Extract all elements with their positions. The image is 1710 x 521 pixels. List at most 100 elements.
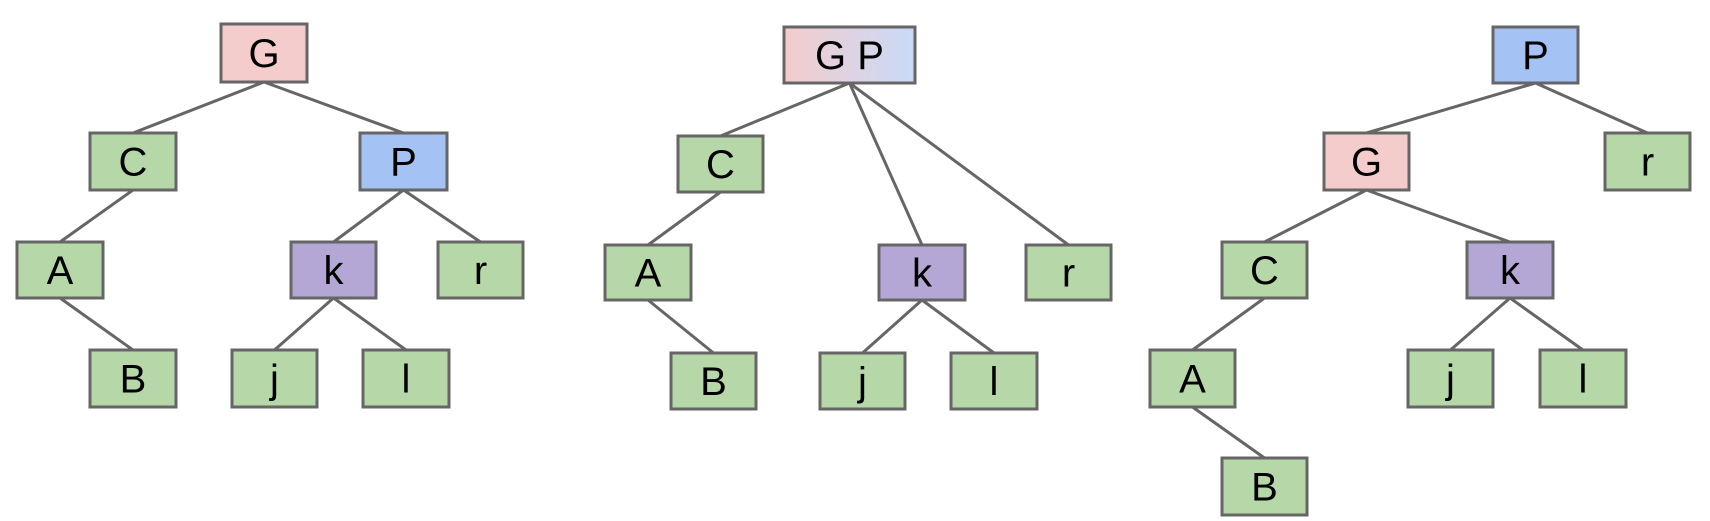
node-C: C bbox=[88, 131, 178, 192]
node-label: A bbox=[635, 252, 662, 296]
edge-k-j bbox=[1449, 296, 1511, 352]
node-box bbox=[1406, 348, 1495, 409]
node-GP: G P bbox=[782, 25, 917, 85]
node-box bbox=[1024, 243, 1113, 302]
node-label: k bbox=[324, 249, 345, 293]
node-k: k bbox=[1465, 240, 1555, 300]
node-box bbox=[358, 131, 449, 192]
node-box bbox=[1538, 348, 1628, 409]
node-label: l bbox=[402, 358, 411, 402]
edge-GP-r bbox=[848, 81, 1070, 247]
node-B: B bbox=[1220, 456, 1309, 517]
node-label: B bbox=[700, 360, 727, 404]
node-box bbox=[88, 131, 178, 192]
node-box bbox=[818, 351, 907, 411]
edge-P-r bbox=[1534, 81, 1649, 135]
node-G: G bbox=[1322, 131, 1411, 192]
node-A: A bbox=[603, 243, 693, 302]
node-label: C bbox=[1250, 249, 1279, 293]
node-box bbox=[361, 348, 451, 409]
node-box bbox=[1220, 456, 1309, 517]
edge-k-j bbox=[861, 298, 923, 355]
node-label: C bbox=[706, 143, 735, 187]
edge-C-A bbox=[1191, 296, 1266, 352]
node-r: r bbox=[1603, 131, 1692, 192]
node-B: B bbox=[88, 348, 178, 409]
node-P: P bbox=[1491, 25, 1580, 85]
node-k: k bbox=[877, 243, 967, 302]
node-r: r bbox=[436, 240, 525, 300]
edge-k-l bbox=[921, 298, 995, 355]
node-label: G P bbox=[815, 34, 884, 78]
edge-G-C bbox=[132, 80, 265, 135]
edge-GP-k bbox=[848, 82, 924, 246]
node-label: C bbox=[119, 141, 148, 185]
node-B: B bbox=[669, 351, 758, 411]
node-box bbox=[1220, 240, 1309, 300]
node-A: A bbox=[1148, 348, 1237, 409]
node-label: G bbox=[248, 32, 279, 76]
node-label: G bbox=[1351, 141, 1382, 185]
edge-k-l bbox=[1509, 296, 1584, 352]
node-box bbox=[782, 25, 917, 85]
node-box bbox=[1491, 25, 1580, 85]
node-label: k bbox=[912, 252, 933, 296]
node-label: A bbox=[1179, 358, 1206, 402]
node-C: C bbox=[1220, 240, 1309, 300]
edge-A-B bbox=[59, 296, 134, 352]
node-j: j bbox=[230, 348, 319, 409]
edge-G-k bbox=[1365, 188, 1511, 244]
node-label: r bbox=[1641, 141, 1654, 185]
edge-P-k bbox=[332, 188, 405, 244]
node-box bbox=[603, 243, 693, 302]
node-r: r bbox=[1024, 243, 1113, 302]
node-P: P bbox=[358, 131, 449, 192]
node-box bbox=[1465, 240, 1555, 300]
edge-P-r bbox=[402, 188, 482, 244]
node-box bbox=[676, 134, 765, 194]
node-l: l bbox=[361, 348, 451, 409]
node-box bbox=[1322, 131, 1411, 192]
node-box bbox=[15, 240, 105, 300]
node-label: A bbox=[47, 249, 74, 293]
edge-C-A bbox=[59, 188, 134, 244]
node-box bbox=[949, 351, 1039, 411]
node-l: l bbox=[949, 351, 1039, 411]
node-j: j bbox=[1406, 348, 1495, 409]
edge-A-B bbox=[647, 298, 715, 355]
edge-P-G bbox=[1366, 81, 1536, 135]
node-label: j bbox=[1445, 358, 1455, 402]
node-label: B bbox=[120, 358, 147, 402]
node-label: l bbox=[1579, 358, 1588, 402]
node-box bbox=[1148, 348, 1237, 409]
node-k: k bbox=[289, 240, 378, 300]
node-label: j bbox=[269, 358, 279, 402]
edge-k-j bbox=[273, 296, 335, 352]
node-label: k bbox=[1500, 249, 1521, 293]
node-l: l bbox=[1538, 348, 1628, 409]
edge-k-l bbox=[332, 296, 407, 352]
node-box bbox=[1603, 131, 1692, 192]
edge-G-P bbox=[263, 80, 405, 135]
node-label: r bbox=[474, 249, 487, 293]
node-label: r bbox=[1062, 252, 1075, 296]
edge-A-B bbox=[1191, 405, 1266, 460]
node-box bbox=[877, 243, 967, 302]
edge-GP-C bbox=[719, 81, 851, 138]
node-box bbox=[219, 22, 309, 84]
edge-G-C bbox=[1263, 188, 1368, 244]
node-box bbox=[289, 240, 378, 300]
node-box bbox=[436, 240, 525, 300]
node-box bbox=[669, 351, 758, 411]
node-j: j bbox=[818, 351, 907, 411]
node-box bbox=[88, 348, 178, 409]
node-label: l bbox=[990, 360, 999, 404]
edge-C-A bbox=[647, 190, 722, 247]
node-label: j bbox=[857, 360, 867, 404]
node-C: C bbox=[676, 134, 765, 194]
node-G: G bbox=[219, 22, 309, 84]
